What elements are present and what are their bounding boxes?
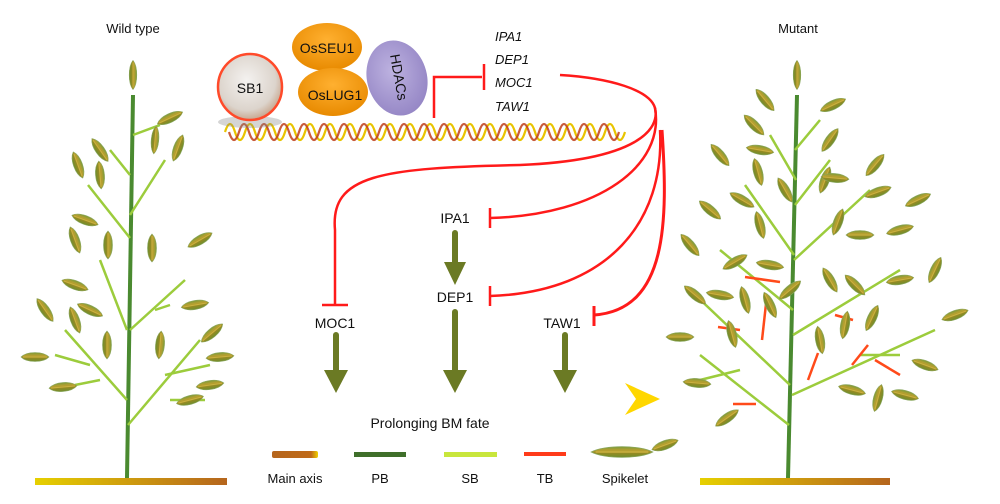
arrow-taw1-to-fate [553,332,577,393]
legend: Main axis PB SB TB Spikelet [268,445,655,486]
node-moc1: MOC1 [315,315,356,331]
target-gene-ipa1: IPA1 [495,29,522,44]
inhibition-to-dep1 [489,129,662,298]
hdacs-protein [366,40,428,116]
arrow-dep1-to-fate [443,309,467,393]
target-gene-moc1: MOC1 [495,75,533,90]
protein-complex: OsSEU1 OsLUG1 HDACs SB1 [216,23,627,142]
mutant-title: Mutant [778,21,818,36]
osseu1-label: OsSEU1 [300,40,355,56]
arrow-ipa1-to-dep1 [444,230,466,285]
wild-type-main-axis [125,94,135,479]
spikelet-icon [589,445,655,459]
legend-item-pb: PB [354,452,406,486]
dna-helix [223,122,627,142]
target-gene-list: IPA1 DEP1 MOC1 TAW1 [495,29,533,114]
node-taw1: TAW1 [543,315,581,331]
osseu1-protein [292,23,362,71]
bm-fate-label: Prolonging BM fate [370,415,489,431]
svg-text:TB: TB [537,471,554,486]
mutant-panicle: Mutant [649,21,971,485]
target-gene-dep1: DEP1 [495,52,529,67]
svg-text:Spikelet: Spikelet [602,471,649,486]
oslug1-label: OsLUG1 [308,87,363,103]
arrow-moc1-to-fate [324,332,348,393]
legend-item-spikelet: Spikelet [589,445,655,486]
wild-type-panicle: Wild type [20,21,235,485]
mutant-base [700,478,890,485]
legend-item-main-axis: Main axis [268,451,323,486]
oslug1-protein [298,68,368,116]
inhibition-to-moc1 [333,73,657,305]
inhibition-to-ipa1 [489,107,658,220]
complex-repression [432,64,486,118]
svg-text:Main axis: Main axis [268,471,323,486]
svg-text:SB: SB [461,471,478,486]
mutant-primary-branches [689,119,936,426]
sb1-protein [216,52,284,122]
node-dep1: DEP1 [437,289,474,305]
hdacs-label: HDACs [387,53,411,102]
mutant-spikelets [649,59,971,455]
node-ipa1: IPA1 [440,210,470,226]
legend-item-tb: TB [524,452,566,486]
inhibition-curves [322,73,666,326]
bm-fate-arrow [262,383,660,415]
inhibition-to-taw1 [593,129,666,317]
sb1-label: SB1 [237,80,264,96]
wild-type-title: Wild type [106,21,159,36]
svg-text:PB: PB [371,471,388,486]
activation-arrows [324,230,577,393]
target-gene-taw1: TAW1 [495,99,530,114]
wild-type-base [35,478,227,485]
legend-item-sb: SB [444,452,497,486]
